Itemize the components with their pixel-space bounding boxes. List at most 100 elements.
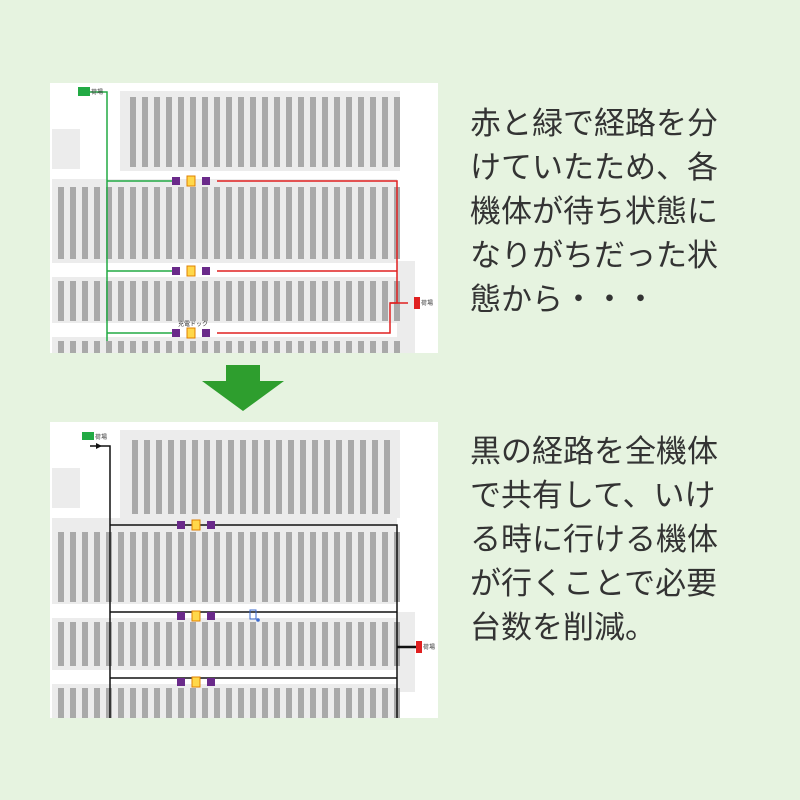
shelf-bar <box>58 622 64 666</box>
shelf-bar <box>252 440 258 514</box>
shelf-bar <box>238 187 244 259</box>
shelf-bar <box>94 187 100 259</box>
robot-cluster <box>172 327 210 339</box>
shelf-bar <box>322 281 328 321</box>
shelf-bar <box>142 187 148 259</box>
shelf-bar <box>274 532 280 602</box>
shelf-bar <box>166 187 172 259</box>
shelf-bar <box>312 440 318 514</box>
shelf-bar <box>358 532 364 602</box>
shelf-bar <box>118 688 124 718</box>
shelf-bar <box>274 97 280 167</box>
shelf-bar <box>250 97 256 167</box>
shelf-bar <box>214 187 220 259</box>
shelf-bar <box>310 281 316 321</box>
shelf-bar <box>298 341 304 353</box>
shelf-bar <box>168 440 174 514</box>
shelf-bar <box>226 341 232 353</box>
shelf-bar <box>286 341 292 353</box>
shelf-bar <box>250 532 256 602</box>
shelf-bar <box>118 281 124 321</box>
shelf-bar <box>298 688 304 718</box>
shelf-bar <box>142 688 148 718</box>
shelf-bar <box>94 532 100 602</box>
shelf-bar <box>106 622 112 666</box>
shelf-bar <box>286 187 292 259</box>
shelf-bar <box>336 440 342 514</box>
shelf-bar <box>166 532 172 602</box>
shelf-bar <box>144 440 150 514</box>
shelf-bar <box>382 97 388 167</box>
side-block <box>52 468 80 508</box>
shelf-bar <box>106 532 112 602</box>
shelf-bar <box>214 622 220 666</box>
shelf-bar <box>202 281 208 321</box>
shelf-bar <box>178 688 184 718</box>
shelf-bar <box>154 281 160 321</box>
shelf-bar <box>370 688 376 718</box>
shelf-bar <box>106 688 112 718</box>
down-arrow-icon <box>202 365 284 411</box>
shelf-bar <box>370 187 376 259</box>
shelf-bar <box>346 187 352 259</box>
shelf-bar <box>178 532 184 602</box>
shelf-bar <box>70 341 76 353</box>
shelf-bar <box>130 622 136 666</box>
shelf-bar <box>334 688 340 718</box>
shelf-bar <box>238 341 244 353</box>
shelf-bar <box>226 622 232 666</box>
shelf-bar <box>214 97 220 167</box>
shelf-bar <box>358 622 364 666</box>
shelf-bar <box>334 532 340 602</box>
shelf-bar <box>214 281 220 321</box>
shelf-bar <box>274 688 280 718</box>
shelf-bar <box>360 440 366 514</box>
shelf-bar <box>358 281 364 321</box>
shelf-bar <box>310 97 316 167</box>
robot-cluster <box>177 610 215 622</box>
shelf-bar <box>166 281 172 321</box>
shelf-bar <box>238 622 244 666</box>
shelf-bar <box>334 97 340 167</box>
shelf-bar <box>286 97 292 167</box>
shelf-bar <box>226 281 232 321</box>
shelf-bar <box>262 97 268 167</box>
shelf-bar <box>70 688 76 718</box>
shelf-bar <box>250 187 256 259</box>
shelf-bar <box>286 688 292 718</box>
shelf-bar <box>178 281 184 321</box>
shelf-bar <box>214 688 220 718</box>
shelf-bar <box>286 281 292 321</box>
shelf-bar <box>202 341 208 353</box>
shelf-bar <box>202 187 208 259</box>
shelf-rows <box>58 440 400 718</box>
shelf-bar <box>130 532 136 602</box>
shelf-bar <box>370 341 376 353</box>
red-route <box>217 180 408 334</box>
shelf-bar <box>262 341 268 353</box>
shelf-bar <box>190 187 196 259</box>
before-layout-panel: 荷場 荷場 充電ドック <box>50 83 438 353</box>
shelf-bar <box>322 341 328 353</box>
shelf-bar <box>156 440 162 514</box>
shelf-bar <box>238 97 244 167</box>
shelf-bar <box>94 281 100 321</box>
shelf-bar <box>310 532 316 602</box>
shelf-bar <box>358 688 364 718</box>
shelf-bar <box>132 440 138 514</box>
shelf-bar <box>70 532 76 602</box>
shelf-bar <box>70 281 76 321</box>
shelf-bar <box>106 281 112 321</box>
shelf-bar <box>202 532 208 602</box>
shelf-bar <box>106 341 112 353</box>
shelf-bar <box>106 187 112 259</box>
shelf-bar <box>154 532 160 602</box>
shelf-bar <box>370 532 376 602</box>
shelf-bar <box>142 532 148 602</box>
shelf-bar <box>348 440 354 514</box>
robot-icon <box>249 609 260 622</box>
entry-point: 荷場 <box>82 432 107 449</box>
shelf-bar <box>190 688 196 718</box>
shelf-bar <box>322 688 328 718</box>
shelf-bar <box>214 532 220 602</box>
